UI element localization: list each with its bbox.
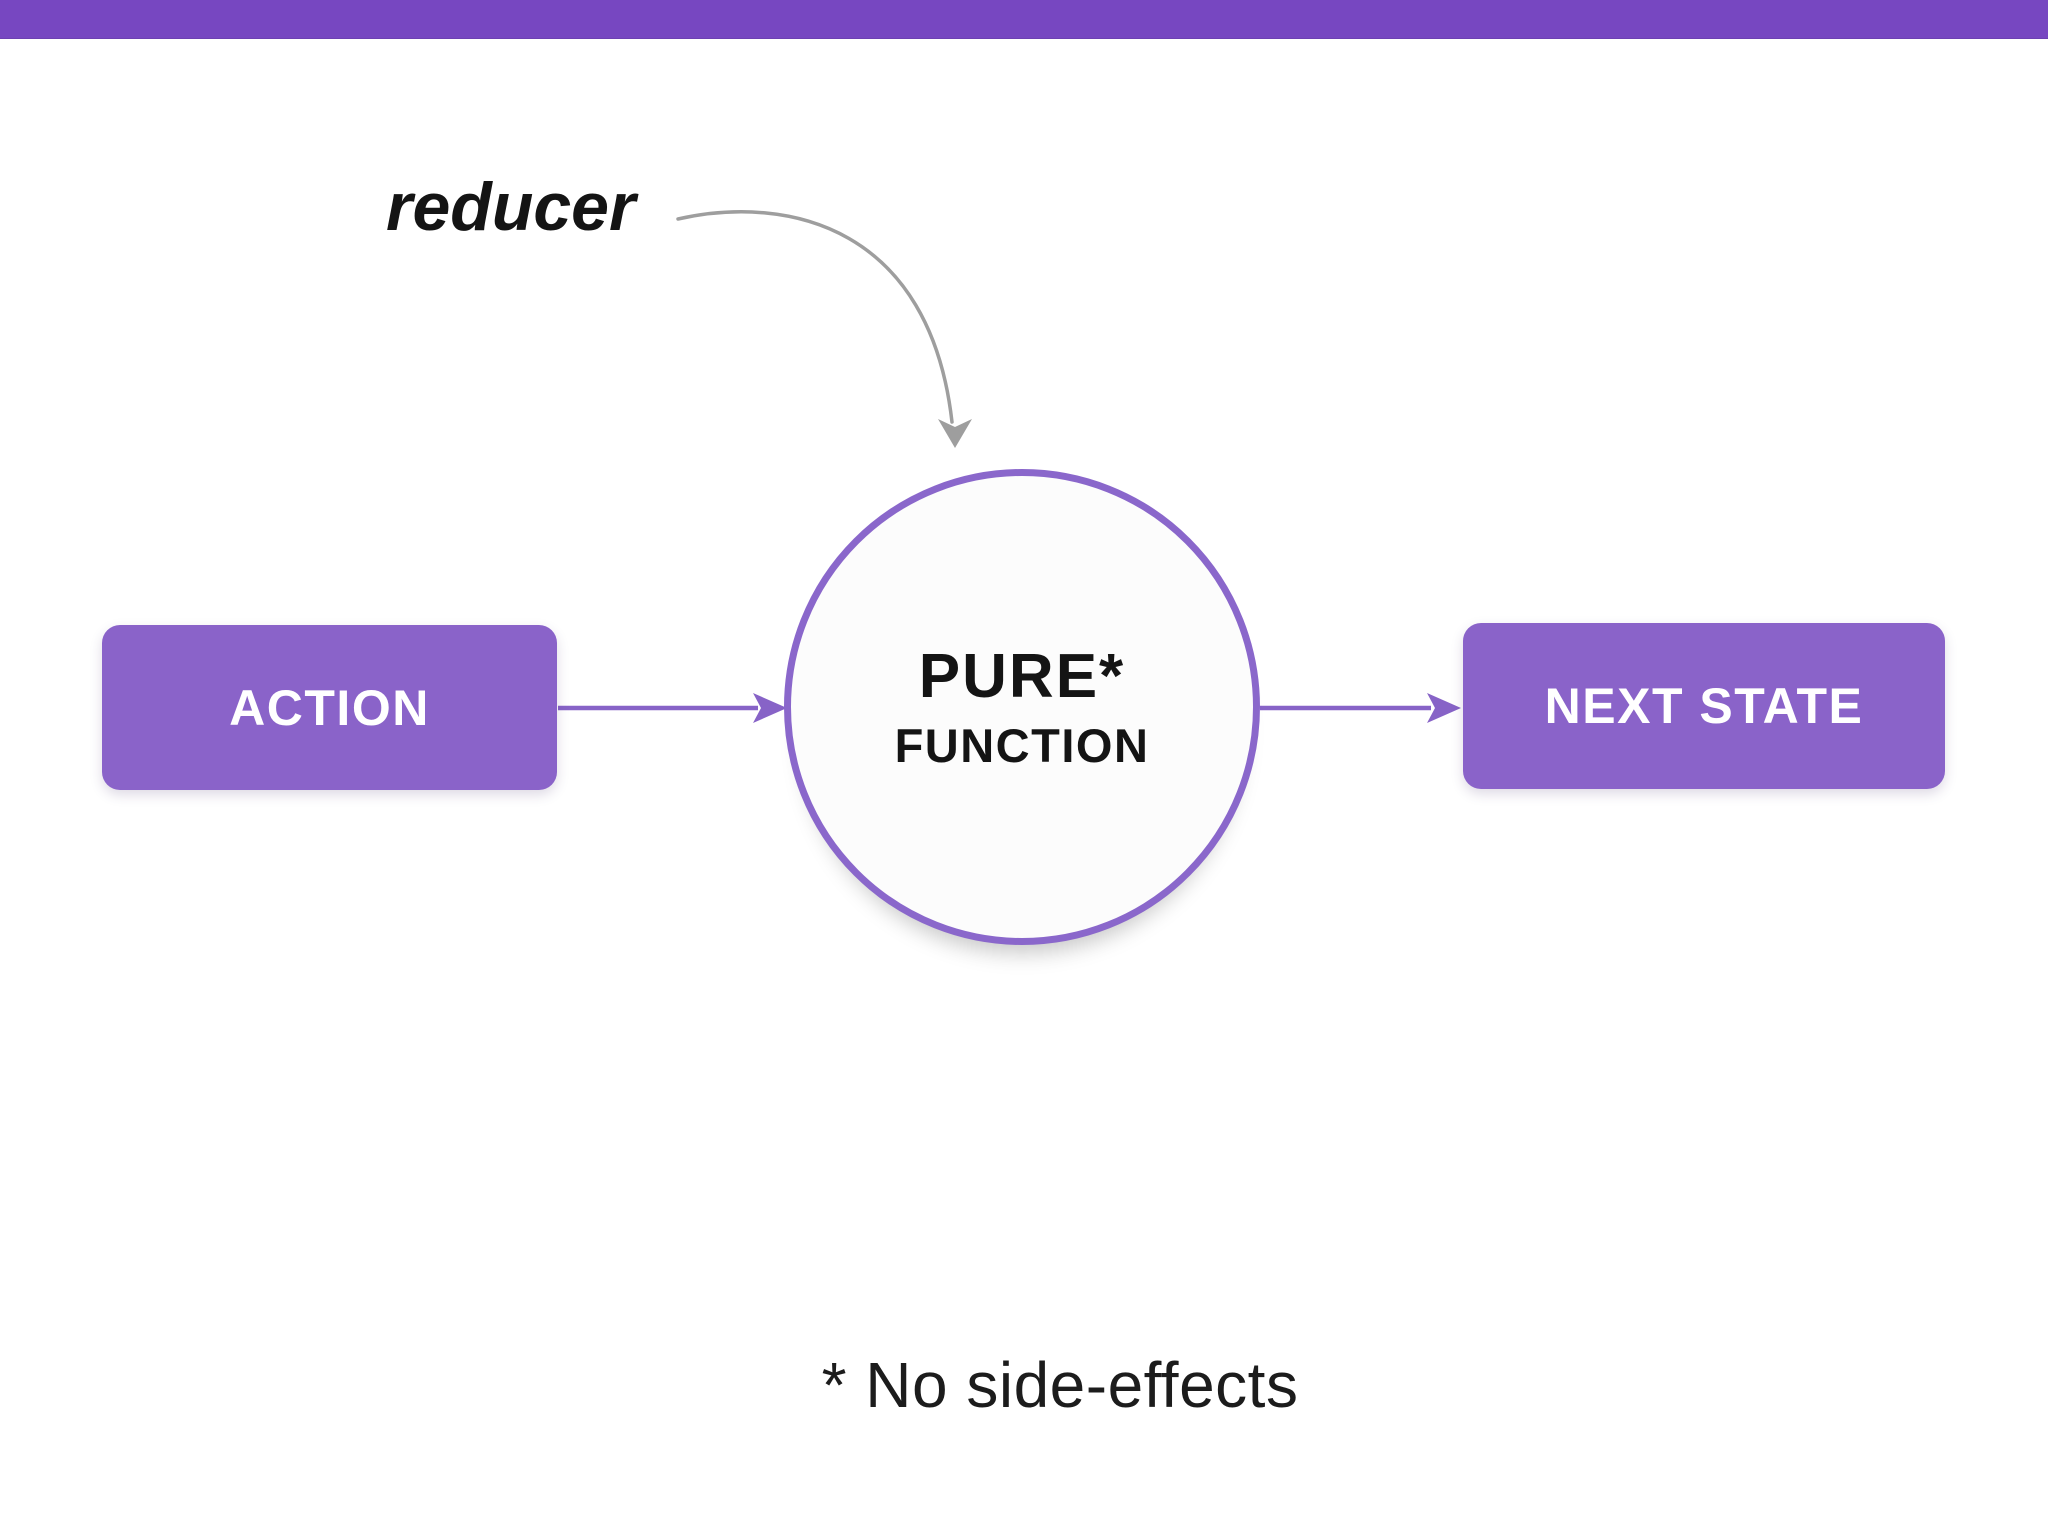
top-bar [0, 0, 2048, 39]
pure-function-title: PURE* [918, 641, 1126, 711]
action-box-label: ACTION [229, 679, 430, 736]
pure-function-circle: PURE* FUNCTION [784, 469, 1260, 945]
action-box: ACTION [102, 625, 557, 790]
pure-function-subtitle: FUNCTION [894, 718, 1150, 772]
next-state-box: NEXT STATE [1463, 623, 1945, 789]
function-to-next-state-arrowhead-icon [1427, 693, 1461, 723]
side-effects-footnote: * No side-effects [821, 1349, 1299, 1421]
action-to-function-arrowhead-icon [753, 693, 787, 723]
reducer-pointer-arrowhead-icon [938, 419, 972, 448]
next-state-box-label: NEXT STATE [1544, 678, 1864, 734]
reducer-pointer-arrow [676, 210, 954, 424]
reducer-label: reducer [386, 169, 636, 245]
